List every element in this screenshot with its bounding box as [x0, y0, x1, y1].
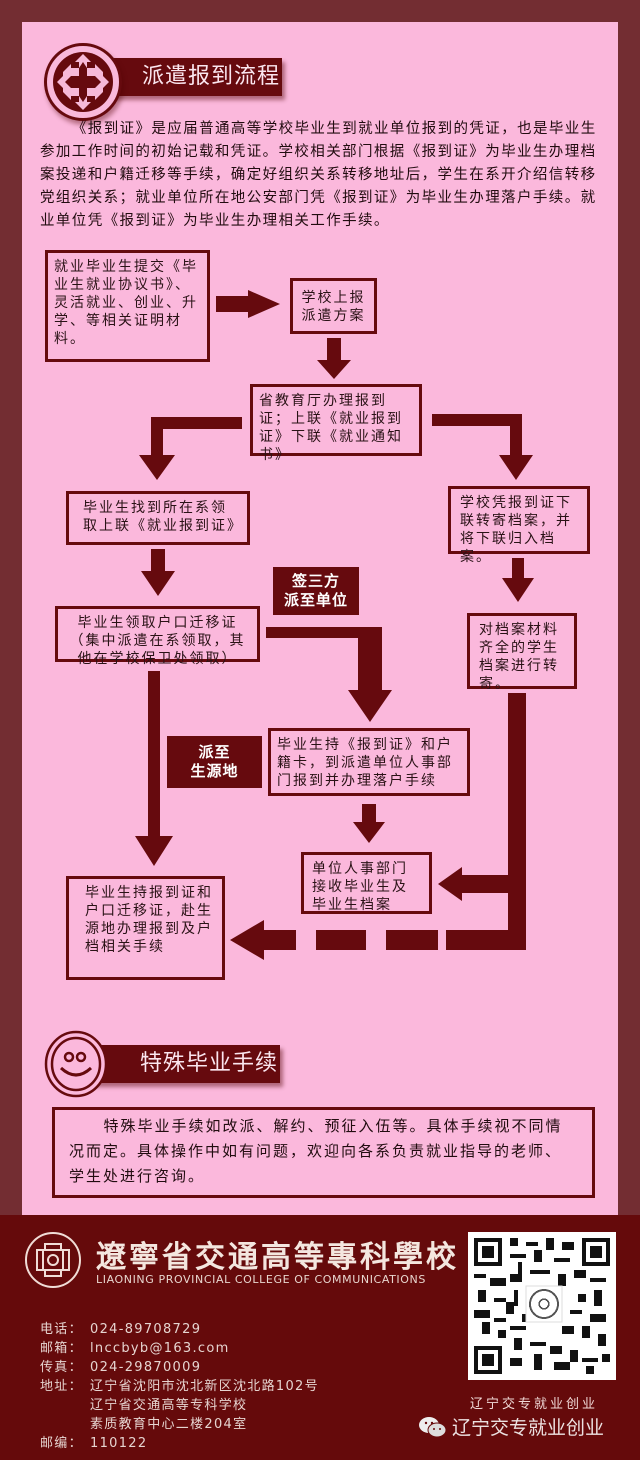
qr-code[interactable] [468, 1232, 616, 1380]
contact-address-line2: 辽宁省交通高等专科学校 [90, 1398, 248, 1413]
arrow-elbow-right [432, 414, 533, 480]
section-heading-special: 特殊毕业手续 [80, 1045, 280, 1083]
contact-email: 邮箱：lnccbyb@163.com [40, 1341, 230, 1356]
step-school-report: 学校上报派遣方案 [290, 278, 377, 334]
arrow-elbow-unit [266, 627, 392, 722]
arrow-down-2 [141, 549, 175, 596]
section-title: 派遣报到流程 [142, 64, 281, 89]
step-unit-report: 毕业生持《报到证》和户籍卡，到派遣单位人事部门报到并办理落户手续 [268, 728, 470, 796]
arrow-left-origin [230, 920, 296, 960]
contact-address-line3: 素质教育中心二楼204室 [90, 1417, 248, 1432]
arrow-down-3 [502, 558, 534, 602]
arrow-elbow-left [139, 417, 242, 480]
arrow-down-4 [353, 804, 385, 843]
flow-arrows [135, 290, 534, 960]
wechat-watermark: 辽宁交专就业创业 [418, 1413, 604, 1440]
dash-segment-3 [316, 930, 366, 950]
label-to-origin: 派至 生源地 [167, 736, 262, 788]
step-archive-forward: 对档案材料齐全的学生档案进行转寄。 [467, 613, 577, 692]
arrows-cross-icon [44, 43, 122, 121]
intro-paragraph: 《报到证》是应届普通高等学校毕业生到就业单位报到的凭证，也是毕业生参加工作时间的… [40, 121, 597, 229]
dash-segment-1 [446, 930, 508, 950]
special-procedures-box: 特殊毕业手续如改派、解约、预征入伍等。具体手续视不同情况而定。具体操作中如有问题… [52, 1107, 595, 1198]
contact-phone: 电话：024-89708729 [40, 1322, 202, 1337]
arrow-right-1 [216, 290, 280, 318]
school-logo-icon [25, 1232, 81, 1288]
step-school-mail-archive: 学校凭报到证下联转寄档案，并将下联归入档案。 [448, 486, 590, 565]
section-title: 特殊毕业手续 [140, 1051, 279, 1076]
contact-address: 地址：辽宁省沈阳市沈北新区沈北路102号 [40, 1379, 319, 1394]
qr-caption: 辽宁交专就业创业 [470, 1397, 599, 1412]
school-name-english: LIAONING PROVINCIAL COLLEGE OF COMMUNICA… [96, 1273, 426, 1286]
school-name-chinese: 遼寧省交通高等專科學校 [96, 1240, 459, 1275]
arrow-down-1 [317, 338, 351, 379]
contact-postcode: 邮编：110122 [40, 1436, 148, 1451]
wechat-icon [418, 1415, 448, 1439]
label-to-unit: 签三方 派至单位 [273, 567, 359, 615]
step-collect-upper-copy: 毕业生找到所在系领取上联《就业报到证》 [66, 491, 250, 545]
step-province-certificate: 省教育厅办理报到证；上联《就业报到证》下联《就业通知书》 [250, 384, 422, 463]
contact-info: 电话：024-89708729 邮箱：lnccbyb@163.com 传真：02… [40, 1320, 319, 1453]
dash-segment-2 [386, 930, 438, 950]
smiley-face-icon [44, 1030, 108, 1098]
step-unit-receive: 单位人事部门接收毕业生及毕业生档案 [301, 852, 432, 914]
contact-fax: 传真：024-29870009 [40, 1360, 202, 1375]
arrow-left-receive [438, 867, 508, 901]
step-submit-materials: 就业毕业生提交《毕业生就业协议书》、灵活就业、创业、升学、等相关证明材料。 [45, 250, 210, 362]
arrow-down-origin [135, 671, 173, 866]
arrow-vertical-right [508, 693, 526, 950]
step-hukou-certificate: 毕业生领取户口迁移证（集中派遣在系领取，其他在学校保卫处领取） [55, 606, 260, 667]
step-origin-report: 毕业生持报到证和户口迁移证，赴生源地办理报到及户档相关手续 [66, 876, 225, 980]
